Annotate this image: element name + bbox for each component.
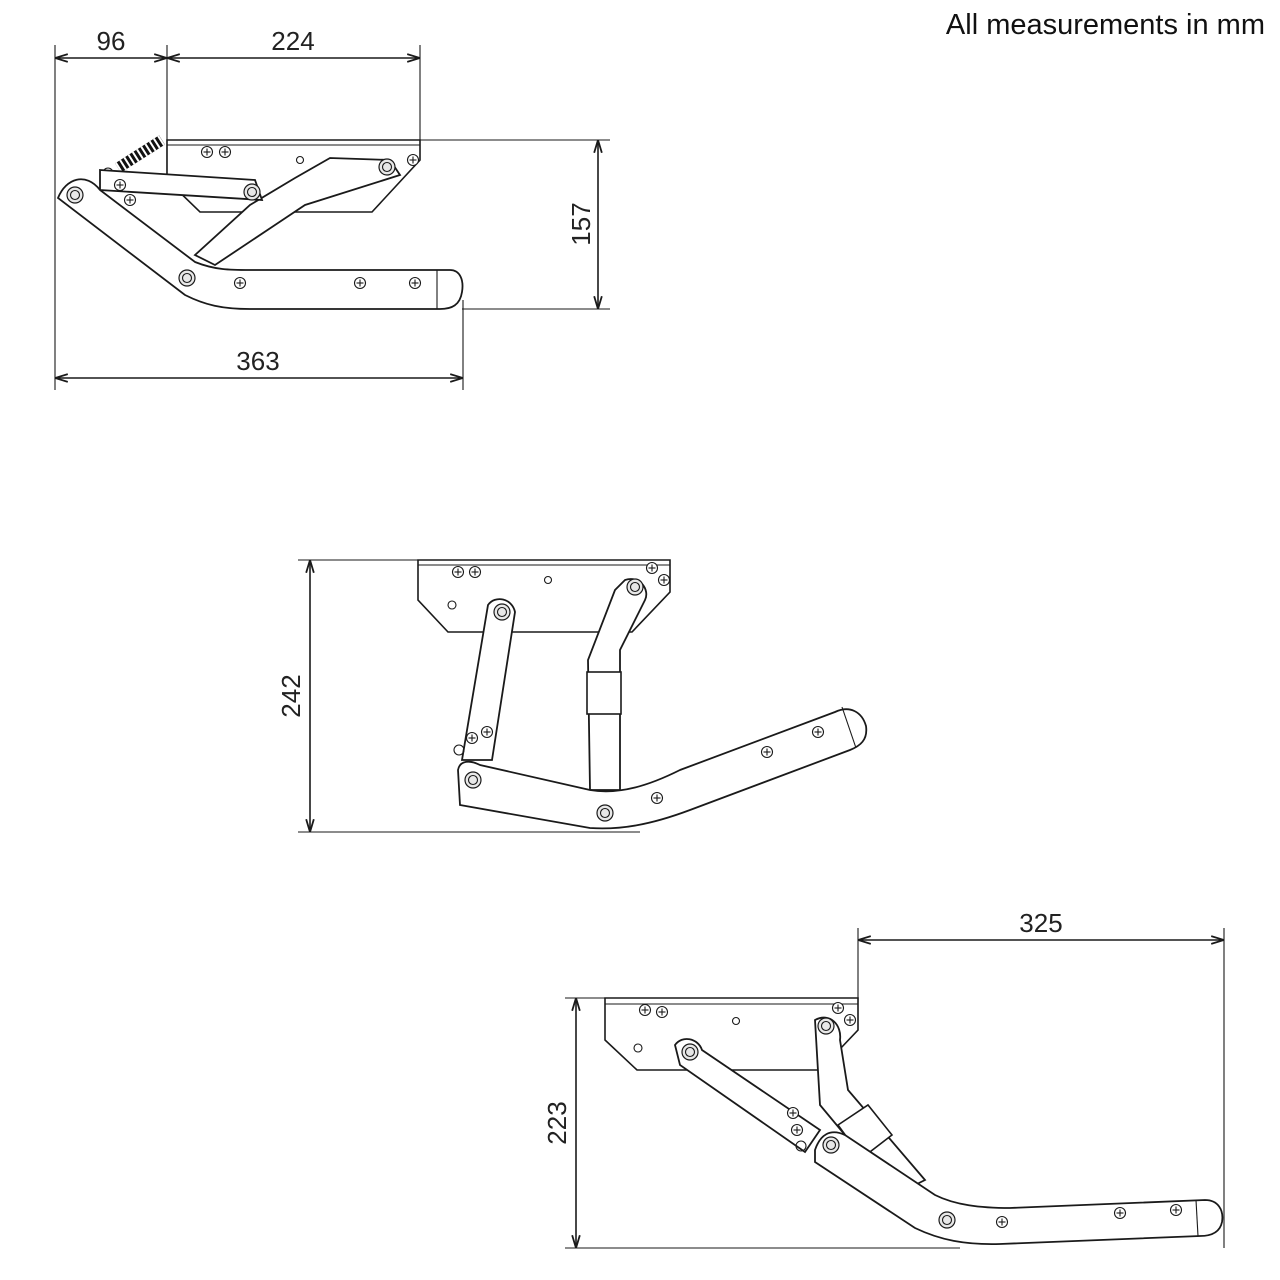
mid-position-view: 242 xyxy=(276,559,868,833)
dim-label-96: 96 xyxy=(97,26,126,56)
screw-icon xyxy=(645,561,659,575)
dim-label-157: 157 xyxy=(566,202,596,245)
screw-icon xyxy=(113,178,127,192)
pivot-rivet xyxy=(626,578,644,596)
footrest-arm xyxy=(56,178,464,310)
screw-icon xyxy=(843,1013,857,1027)
screw-icon xyxy=(786,1106,800,1120)
pivot-rivet xyxy=(681,1043,699,1061)
screw-icon xyxy=(200,145,214,159)
link-sleeve xyxy=(586,671,622,715)
pivot-rivet xyxy=(596,804,614,822)
extended-position-view: 223 325 xyxy=(542,908,1225,1249)
dim-label-325: 325 xyxy=(1019,908,1062,938)
screw-icon xyxy=(995,1215,1009,1229)
pivot-rivet xyxy=(243,183,261,201)
pivot-rivet xyxy=(817,1017,835,1035)
screw-icon xyxy=(811,725,825,739)
screw-icon xyxy=(1113,1206,1127,1220)
screw-icon xyxy=(760,745,774,759)
pivot-rivet xyxy=(938,1211,956,1229)
screw-icon xyxy=(465,731,479,745)
screw-icon xyxy=(406,153,420,167)
dim-label-224: 224 xyxy=(271,26,314,56)
left-link xyxy=(674,1038,822,1154)
pivot-rivet xyxy=(822,1136,840,1154)
screw-icon xyxy=(408,276,422,290)
screw-icon xyxy=(353,276,367,290)
screw-icon xyxy=(123,193,137,207)
pivot-rivet xyxy=(464,771,482,789)
screw-icon xyxy=(657,573,671,587)
screw-icon xyxy=(233,276,247,290)
screw-icon xyxy=(468,565,482,579)
screw-icon xyxy=(655,1005,669,1019)
screw-icon xyxy=(1169,1203,1183,1217)
footrest-arm xyxy=(457,708,868,830)
pivot-rivet xyxy=(378,158,396,176)
dim-label-363: 363 xyxy=(236,346,279,376)
screw-icon xyxy=(790,1123,804,1137)
pivot-rivet xyxy=(178,269,196,287)
dim-label-223: 223 xyxy=(542,1101,572,1144)
screw-icon xyxy=(218,145,232,159)
screw-icon xyxy=(480,725,494,739)
closed-position-view: 96 224 157 363 xyxy=(54,26,610,390)
pivot-rivet xyxy=(493,603,511,621)
measurement-unit-note: All measurements in mm xyxy=(946,9,1265,41)
upper-link xyxy=(99,169,264,201)
screw-icon xyxy=(650,791,664,805)
dim-label-242: 242 xyxy=(276,674,306,717)
screw-icon xyxy=(831,1001,845,1015)
screw-icon xyxy=(451,565,465,579)
pivot-rivet xyxy=(66,186,84,204)
screw-icon xyxy=(638,1003,652,1017)
left-link xyxy=(460,598,516,761)
